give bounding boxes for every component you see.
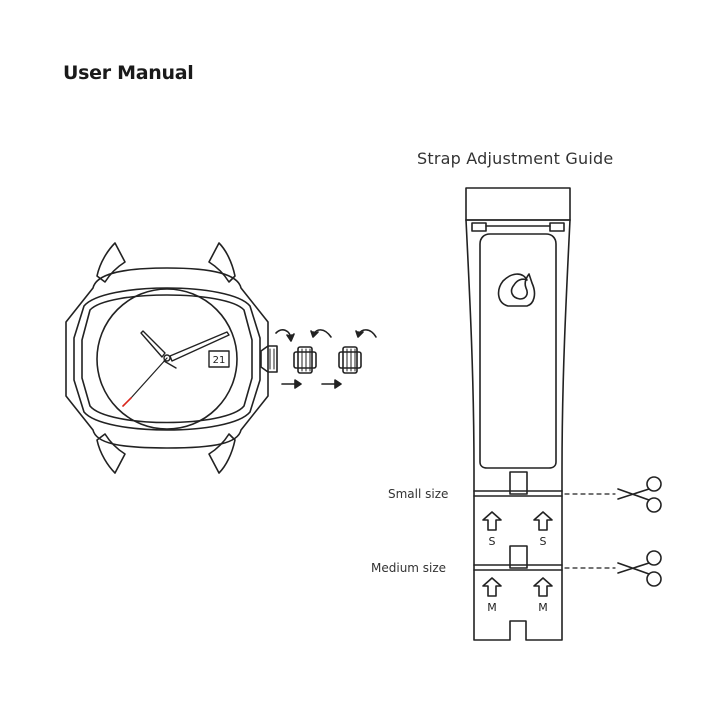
scissors-icon (617, 476, 662, 513)
strap-inner-panel (479, 233, 557, 469)
watch-lug-bottom-right (208, 433, 236, 474)
rotate-counterclockwise-icon (355, 329, 377, 338)
second-hand-tip (122, 397, 132, 407)
small-marker-left: S (489, 535, 496, 548)
strap-body (465, 219, 571, 641)
brand-logo (497, 273, 536, 307)
watch-case (65, 267, 269, 449)
rotate-clockwise-icon (275, 329, 295, 342)
page-title: User Manual (63, 62, 194, 84)
watch-lug-bottom-left (96, 433, 126, 474)
hand-counterweight (163, 360, 177, 369)
strap-keeper-medium (509, 545, 528, 569)
arrow-up-icon (482, 577, 502, 597)
watch-lug-top-left (96, 242, 126, 283)
watch-lug-top-right (208, 242, 236, 283)
arrow-up-icon (482, 511, 502, 531)
date-text: 21 (213, 355, 226, 366)
watch-dial (96, 288, 238, 430)
strap-end-piece (465, 187, 571, 221)
rotate-counterclockwise-icon (310, 329, 332, 338)
small-marker-right: S (540, 535, 547, 548)
arrow-right-icon (281, 379, 302, 389)
hour-hand (140, 330, 166, 358)
minute-hand (169, 331, 230, 362)
strap-illustration (465, 187, 662, 641)
arrow-right-icon (321, 379, 342, 389)
medium-size-label: Medium size (371, 561, 447, 575)
crown-step-2 (338, 346, 362, 374)
crown-step-1 (293, 346, 317, 374)
strap-guide-title: Strap Adjustment Guide (417, 149, 614, 168)
watch-crown (260, 345, 278, 373)
scissors-icon (617, 550, 662, 587)
watch-illustration (65, 242, 377, 474)
arrow-up-icon (533, 511, 553, 531)
second-hand-tail (130, 357, 168, 399)
strap-keeper-small (509, 471, 528, 495)
watch-bezel-inner (81, 294, 253, 424)
hands-pivot (163, 354, 171, 362)
medium-marker-right: M (538, 601, 548, 614)
medium-marker-left: M (487, 601, 497, 614)
small-size-label: Small size (388, 487, 449, 501)
arrow-up-icon (533, 577, 553, 597)
watch-bezel (73, 287, 261, 431)
strap-pin-left (471, 222, 487, 232)
date-window (208, 350, 230, 368)
strap-pin-right (549, 222, 565, 232)
